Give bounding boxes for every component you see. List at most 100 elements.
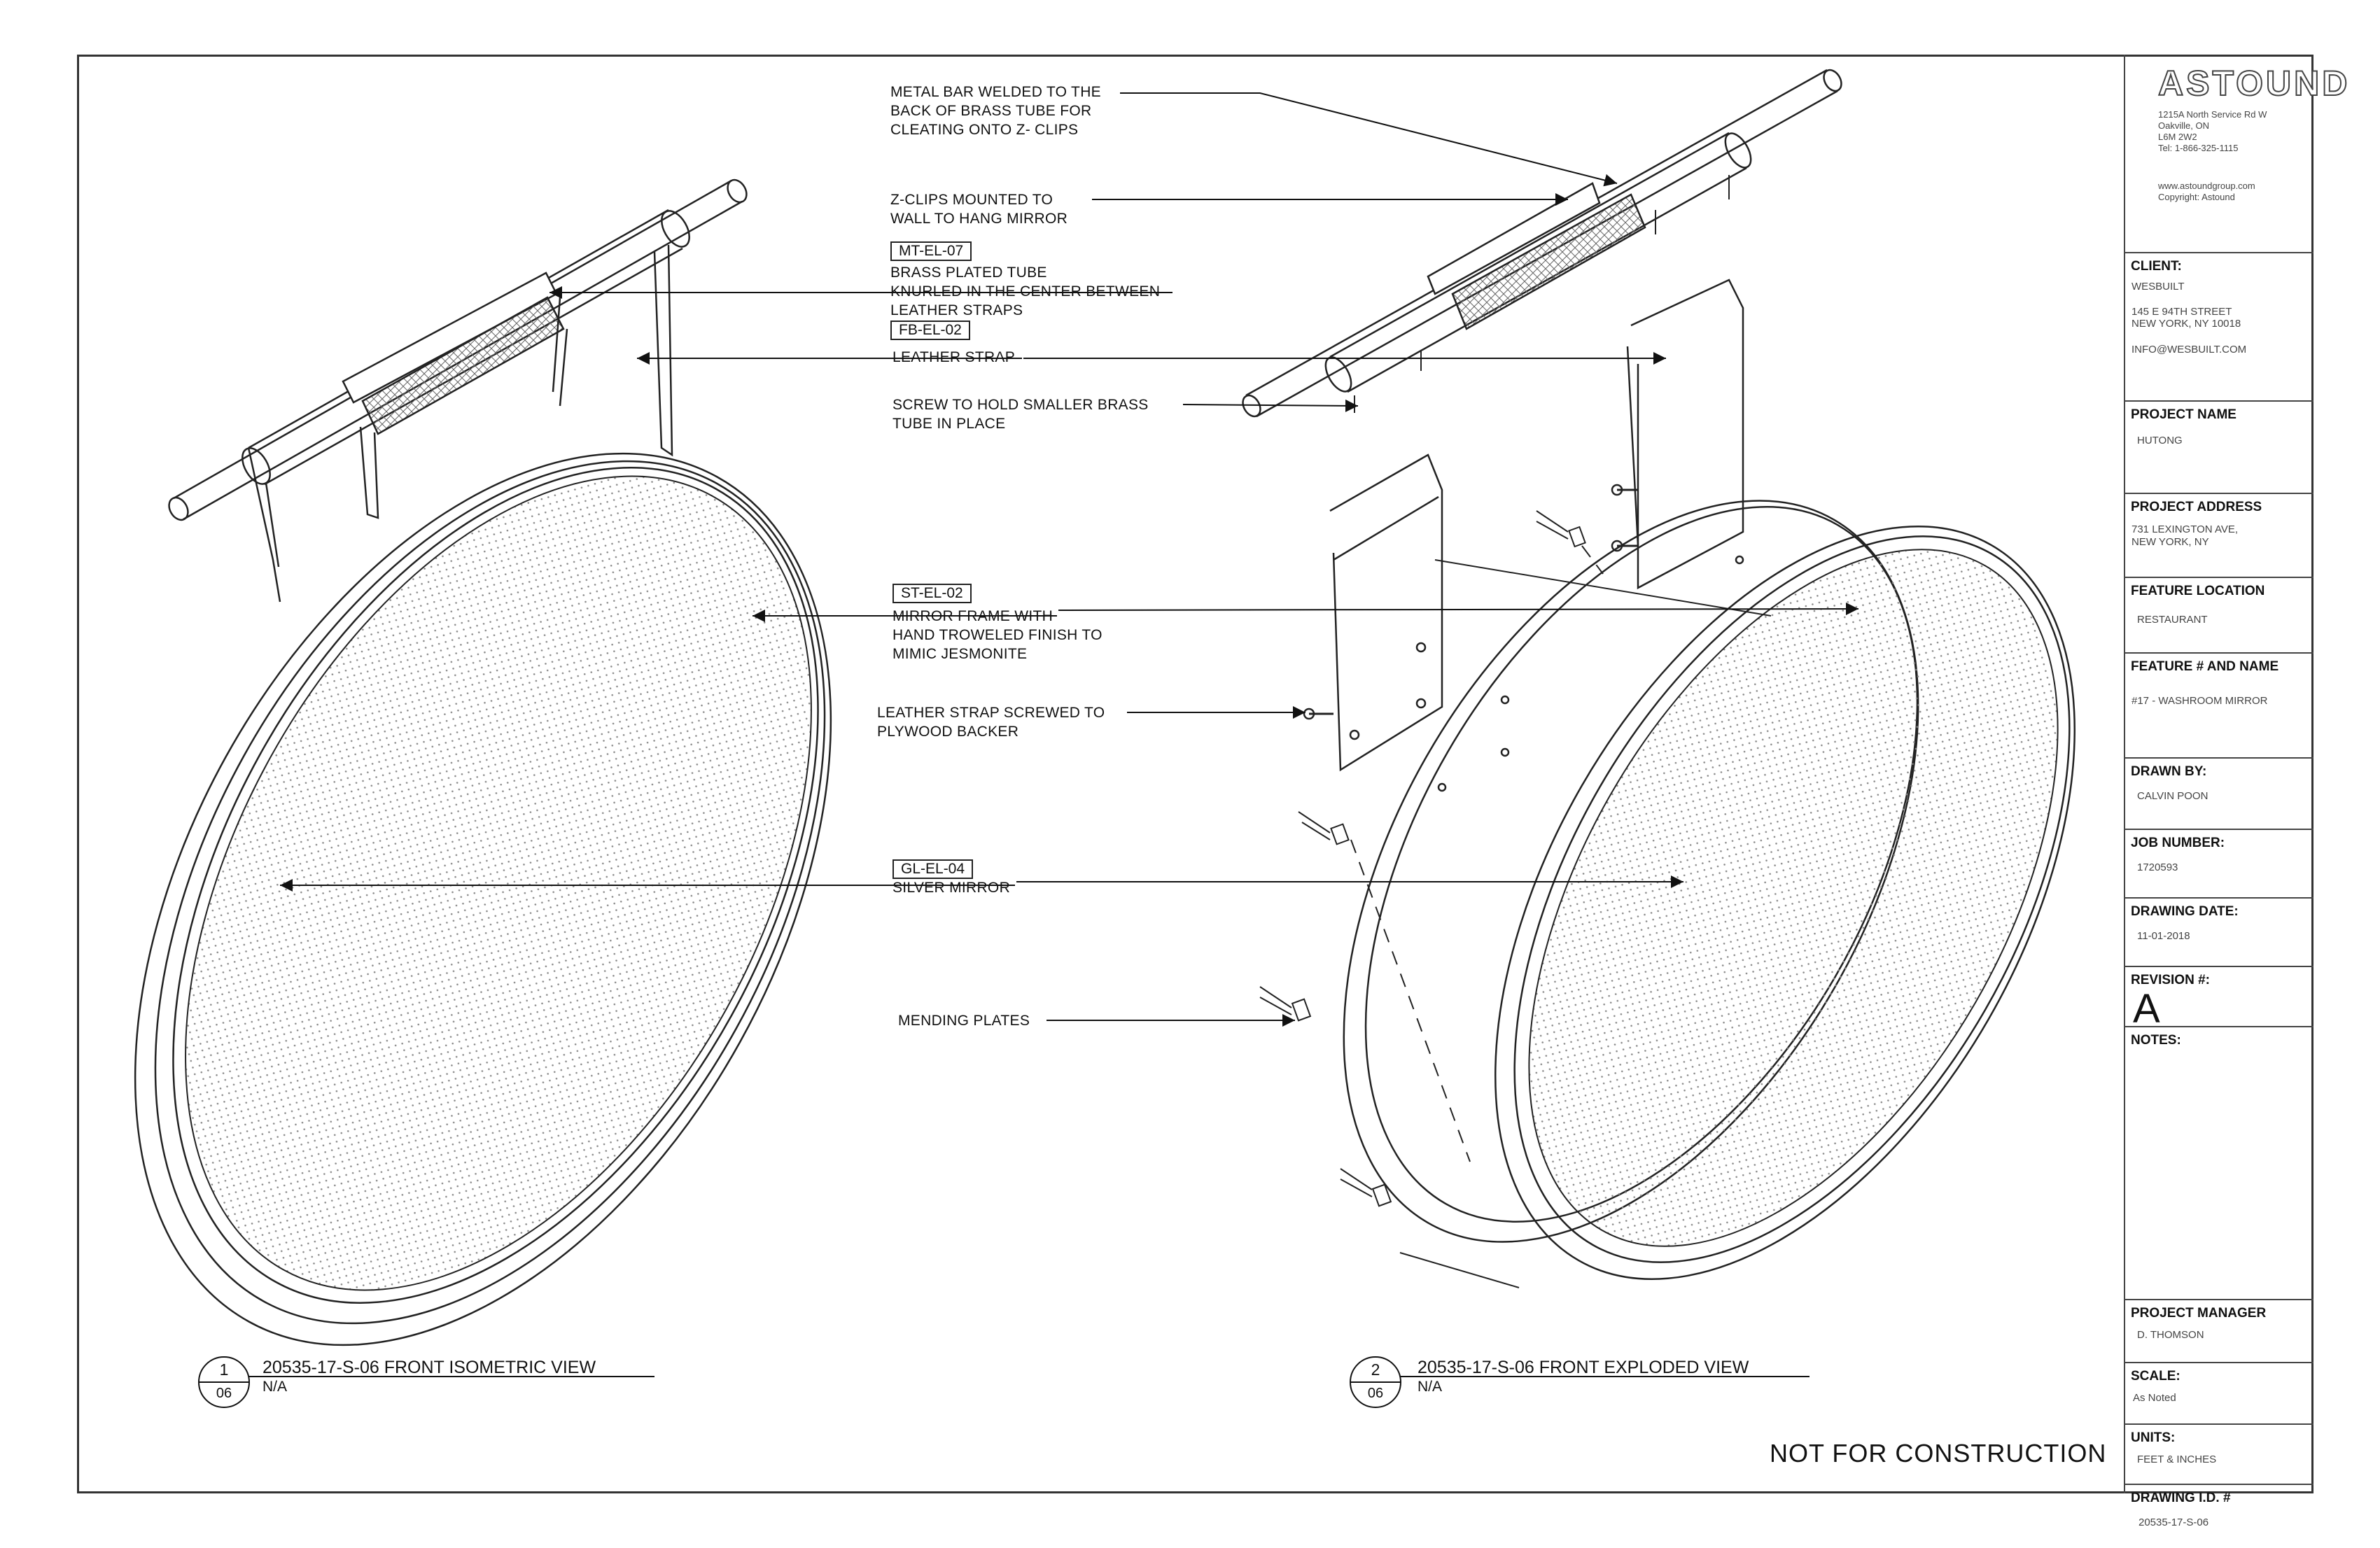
mirror-frame-iso: [134, 452, 832, 1346]
material-tag-mt-el-07: MT-EL-07: [890, 241, 972, 261]
project-address-cell: PROJECT ADDRESS 731 LEXINGTON AVE, NEW Y…: [2124, 493, 2314, 577]
metal-bar-exploded: [1427, 182, 1601, 295]
job-number-label: JOB NUMBER:: [2131, 836, 2225, 850]
project-name-cell: PROJECT NAME HUTONG: [2124, 400, 2314, 493]
revision-cell: REVISION #: A: [2124, 966, 2314, 1032]
feature-name-cell: FEATURE # AND NAME #17 - WASHROOM MIRROR: [2124, 652, 2314, 757]
revision-label: REVISION #:: [2131, 973, 2210, 987]
address-line: NEW YORK, NY: [2132, 536, 2209, 548]
client-label: CLIENT:: [2131, 259, 2182, 274]
material-tag-gl-el-04: GL-EL-04: [892, 859, 974, 879]
astound-logo: ASTOUND: [2157, 63, 2351, 104]
client-email: INFO@WESBUILT.COM: [2132, 344, 2247, 356]
callout-line: LEATHER STRAP SCREWED TO: [877, 705, 1105, 721]
feature-location-label: FEATURE LOCATION: [2131, 584, 2265, 598]
callout-line: PLYWOOD BACKER: [877, 724, 1019, 740]
mending-plates: [1259, 510, 1586, 1207]
address-line: Tel: 1-866-325-1115: [2158, 143, 2239, 153]
view-2-number: 2: [1371, 1360, 1380, 1379]
feature-location-cell: FEATURE LOCATION RESTAURANT: [2124, 577, 2314, 652]
view-1-sheet: 06: [216, 1386, 232, 1401]
company-web: www.astoundgroup.com Copyright: Astound: [2158, 181, 2255, 203]
notes-cell: NOTES:: [2124, 1026, 2314, 1299]
leader-lines: [280, 92, 1859, 1027]
callout-line: BRASS PLATED TUBE: [890, 265, 1047, 281]
drawn-by: CALVIN POON: [2137, 790, 2208, 802]
callout-screw: SCREW TO HOLD SMALLER BRASS TUBE IN PLAC…: [892, 395, 1149, 433]
title-block: ASTOUND 1215A North Service Rd W Oakvill…: [2124, 55, 2348, 1528]
company-info: ASTOUND 1215A North Service Rd W Oakvill…: [2124, 55, 2348, 252]
isometric-view-drawing: [134, 178, 832, 1346]
not-for-construction-stamp: NOT FOR CONSTRUCTION: [1770, 1439, 2107, 1468]
callout-line: Z-CLIPS MOUNTED TO: [890, 192, 1054, 208]
strap-cord-left: [247, 447, 281, 603]
callout-line: KNURLED IN THE CENTER BETWEEN: [890, 283, 1161, 300]
drawn-by-cell: DRAWN BY: CALVIN POON: [2124, 757, 2314, 829]
job-number-cell: JOB NUMBER: 1720593: [2124, 829, 2314, 897]
address-line: 731 LEXINGTON AVE,: [2132, 523, 2239, 535]
client-address: 145 E 94TH STREET NEW YORK, NY 10018: [2132, 306, 2241, 330]
company-website: www.astoundgroup.com: [2158, 181, 2255, 191]
drawing-date: 11-01-2018: [2137, 930, 2190, 942]
leather-strap-with-backer: [1329, 453, 1443, 772]
callout-silver-mirror: SILVER MIRROR: [892, 880, 1011, 896]
callout-line: SCREW TO HOLD SMALLER BRASS: [892, 397, 1149, 413]
address-line: 1215A North Service Rd W: [2158, 109, 2267, 120]
leather-strap-left: [359, 426, 379, 519]
scale-value: As Noted: [2133, 1392, 2176, 1404]
scale-label: SCALE:: [2131, 1369, 2180, 1384]
knurled-section-exploded: [1451, 193, 1646, 330]
address-line: Oakville, ON: [2158, 120, 2209, 131]
view-1-title-bubble: [198, 1356, 654, 1408]
view-2-sheet: 06: [1367, 1386, 1384, 1401]
view-2-title-bubble: [1350, 1356, 1809, 1408]
feature-name: #17 - WASHROOM MIRROR: [2132, 695, 2268, 707]
view-2-title: 20535-17-S-06 FRONT EXPLODED VIEW: [1418, 1358, 1749, 1377]
callout-strap-screwed: LEATHER STRAP SCREWED TO PLYWOOD BACKER: [877, 703, 1105, 741]
feature-name-label: FEATURE # AND NAME: [2131, 659, 2279, 674]
view-1-scale: N/A: [262, 1379, 288, 1395]
callout-line: LEATHER STRAPS: [890, 302, 1023, 318]
notes-label: NOTES:: [2131, 1033, 2181, 1048]
project-name: HUTONG: [2137, 435, 2183, 446]
silver-mirror-exploded: [1528, 549, 2059, 1247]
units-value: FEET & INCHES: [2137, 1454, 2217, 1465]
units-label: UNITS:: [2131, 1430, 2176, 1445]
material-tag-st-el-02: ST-EL-02: [892, 584, 972, 603]
view-1-number: 1: [219, 1360, 229, 1379]
drawing-date-cell: DRAWING DATE: 11-01-2018: [2124, 897, 2314, 966]
project-address-label: PROJECT ADDRESS: [2131, 500, 2262, 514]
exploded-view-drawing: [1242, 69, 2076, 1288]
callout-metal-bar: METAL BAR WELDED TO THE BACK OF BRASS TU…: [890, 83, 1101, 139]
scale-cell: SCALE: As Noted: [2124, 1362, 2314, 1423]
units-cell: UNITS: FEET & INCHES: [2124, 1423, 2314, 1484]
drawing-id-label: DRAWING I.D. #: [2131, 1491, 2231, 1505]
callout-line: MIRROR FRAME WITH: [892, 608, 1054, 624]
drawing-id: 20535-17-S-06: [2138, 1517, 2209, 1528]
project-address: 731 LEXINGTON AVE, NEW YORK, NY: [2132, 523, 2238, 549]
callout-line: WALL TO HANG MIRROR: [890, 211, 1068, 227]
drawing-id-cell: DRAWING I.D. # 20535-17-S-06: [2124, 1484, 2314, 1548]
client-cell: CLIENT: WESBUILT 145 E 94TH STREET NEW Y…: [2124, 252, 2314, 400]
drawing-date-label: DRAWING DATE:: [2131, 904, 2239, 919]
project-name-label: PROJECT NAME: [2131, 407, 2236, 422]
callout-line: METAL BAR WELDED TO THE: [890, 84, 1101, 100]
project-manager: D. THOMSON: [2137, 1329, 2204, 1341]
view-2-scale: N/A: [1418, 1379, 1443, 1395]
project-manager-cell: PROJECT MANAGER D. THOMSON: [2124, 1299, 2314, 1362]
address-line: L6M 2W2: [2158, 132, 2197, 142]
copyright: Copyright: Astound: [2158, 192, 2235, 202]
callout-z-clips: Z-CLIPS MOUNTED TO WALL TO HANG MIRROR: [890, 190, 1068, 228]
silver-mirror-iso: [185, 475, 812, 1291]
feature-location: RESTAURANT: [2137, 614, 2208, 626]
address-line: 145 E 94TH STREET: [2132, 306, 2232, 318]
callout-line: MIMIC JESMONITE: [892, 646, 1028, 662]
callout-line: HAND TROWELED FINISH TO: [892, 627, 1102, 643]
company-address: 1215A North Service Rd W Oakville, ON L6…: [2158, 109, 2267, 154]
material-tag-fb-el-02: FB-EL-02: [890, 321, 970, 340]
drawn-by-label: DRAWN BY:: [2131, 764, 2207, 779]
callout-leather-strap: LEATHER STRAP: [892, 349, 1016, 365]
callout-line: CLEATING ONTO Z- CLIPS: [890, 122, 1079, 138]
client-name: WESBUILT: [2132, 281, 2185, 293]
